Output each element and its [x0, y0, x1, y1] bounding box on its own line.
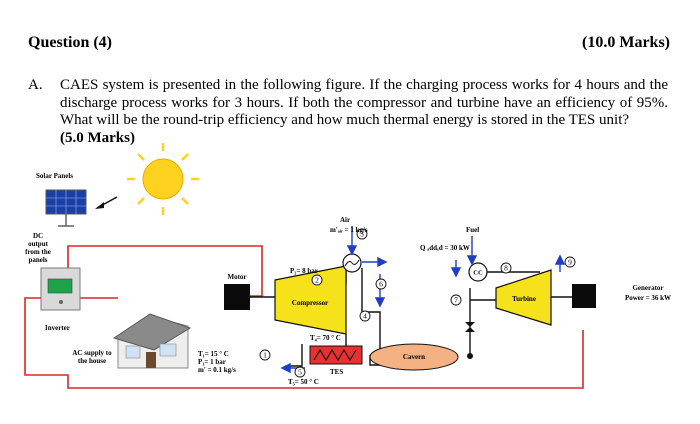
arrow-head-icon — [95, 202, 104, 209]
label-t1: T₁= 15 ° C — [198, 350, 229, 358]
electrical-wiring — [24, 245, 584, 389]
wire-inverter-motor — [67, 245, 263, 297]
solar-panel-icon — [45, 189, 87, 227]
state-1: 1 — [263, 351, 267, 360]
valve-icon — [342, 253, 362, 273]
label-cavern: Cavern — [403, 353, 425, 361]
label-p1: P₁= 1 bar — [198, 358, 226, 366]
label-dc-4: panels — [28, 256, 47, 264]
label-generator: Generator — [632, 284, 663, 292]
sun-icon — [127, 143, 199, 215]
house-icon — [112, 313, 192, 369]
state-5: 5 — [298, 368, 302, 377]
label-solar-panels: Solar Panels — [36, 172, 73, 180]
label-t5: T₅= 50 ° C — [288, 378, 319, 386]
pipe-valve — [361, 268, 420, 356]
label-t4: T₄= 70 ° C — [310, 334, 341, 342]
label-air-flow: m'ₐᵢᵣ = 1 kg/s — [330, 226, 368, 234]
label-cc: CC — [473, 270, 483, 277]
combustion-chamber-icon — [468, 262, 488, 282]
flow-arrows — [280, 226, 566, 374]
compressor-shape — [274, 265, 347, 335]
state-4: 4 — [363, 312, 367, 321]
tes-coil-icon — [313, 348, 357, 362]
tes-unit — [309, 345, 363, 365]
label-ac-1: AC supply to — [72, 349, 112, 357]
part-text: CAES system is presented in the followin… — [60, 77, 668, 128]
label-compressor: Compressor — [292, 299, 328, 307]
question-title: Question (4) — [28, 34, 112, 51]
wire-ac-loop — [24, 297, 584, 389]
cavern-valves-icon — [465, 322, 475, 359]
label-dc-1: DC — [33, 232, 43, 240]
label-ac-2: the house — [78, 357, 106, 365]
label-tes: TES — [330, 368, 343, 376]
state-markers — [259, 228, 576, 378]
question-part-a: A. CAES system is presented in the follo… — [28, 77, 668, 147]
cavern-shape — [369, 343, 459, 371]
generator-block — [572, 284, 596, 308]
state-7: 7 — [454, 296, 458, 305]
question-marks: (10.0 Marks) — [582, 34, 670, 51]
state-numbers: 1 2 3 4 5 6 7 8 9 — [263, 230, 572, 377]
state-2: 2 — [315, 276, 319, 285]
label-m1: m' = 0.1 kg/s — [198, 366, 236, 374]
inverter-icon — [40, 267, 81, 311]
label-p2: P₂= 8 bar — [290, 267, 318, 275]
label-dc-3: from the — [25, 248, 51, 256]
label-motor: Motor — [227, 273, 246, 281]
label-fuel: Fuel — [466, 226, 479, 234]
state-8: 8 — [504, 264, 508, 273]
part-marks: (5.0 Marks) — [60, 129, 135, 146]
state-9: 9 — [568, 258, 572, 267]
state-3: 3 — [360, 230, 364, 239]
diagram-labels: Solar Panels DC output from the panels I… — [25, 172, 671, 386]
state-6: 6 — [379, 280, 383, 289]
label-air: Air — [340, 216, 350, 224]
part-letter: A. — [28, 77, 43, 93]
turbine-shape — [495, 269, 552, 326]
label-dc-2: output — [28, 240, 49, 248]
label-generator-power: Power = 36 kW — [625, 294, 671, 302]
label-turbine: Turbine — [512, 295, 536, 303]
label-inverter: Inverter — [45, 324, 70, 332]
motor-block — [224, 284, 250, 310]
label-q-added: Q ₐddₑd = 30 kW — [420, 244, 470, 252]
